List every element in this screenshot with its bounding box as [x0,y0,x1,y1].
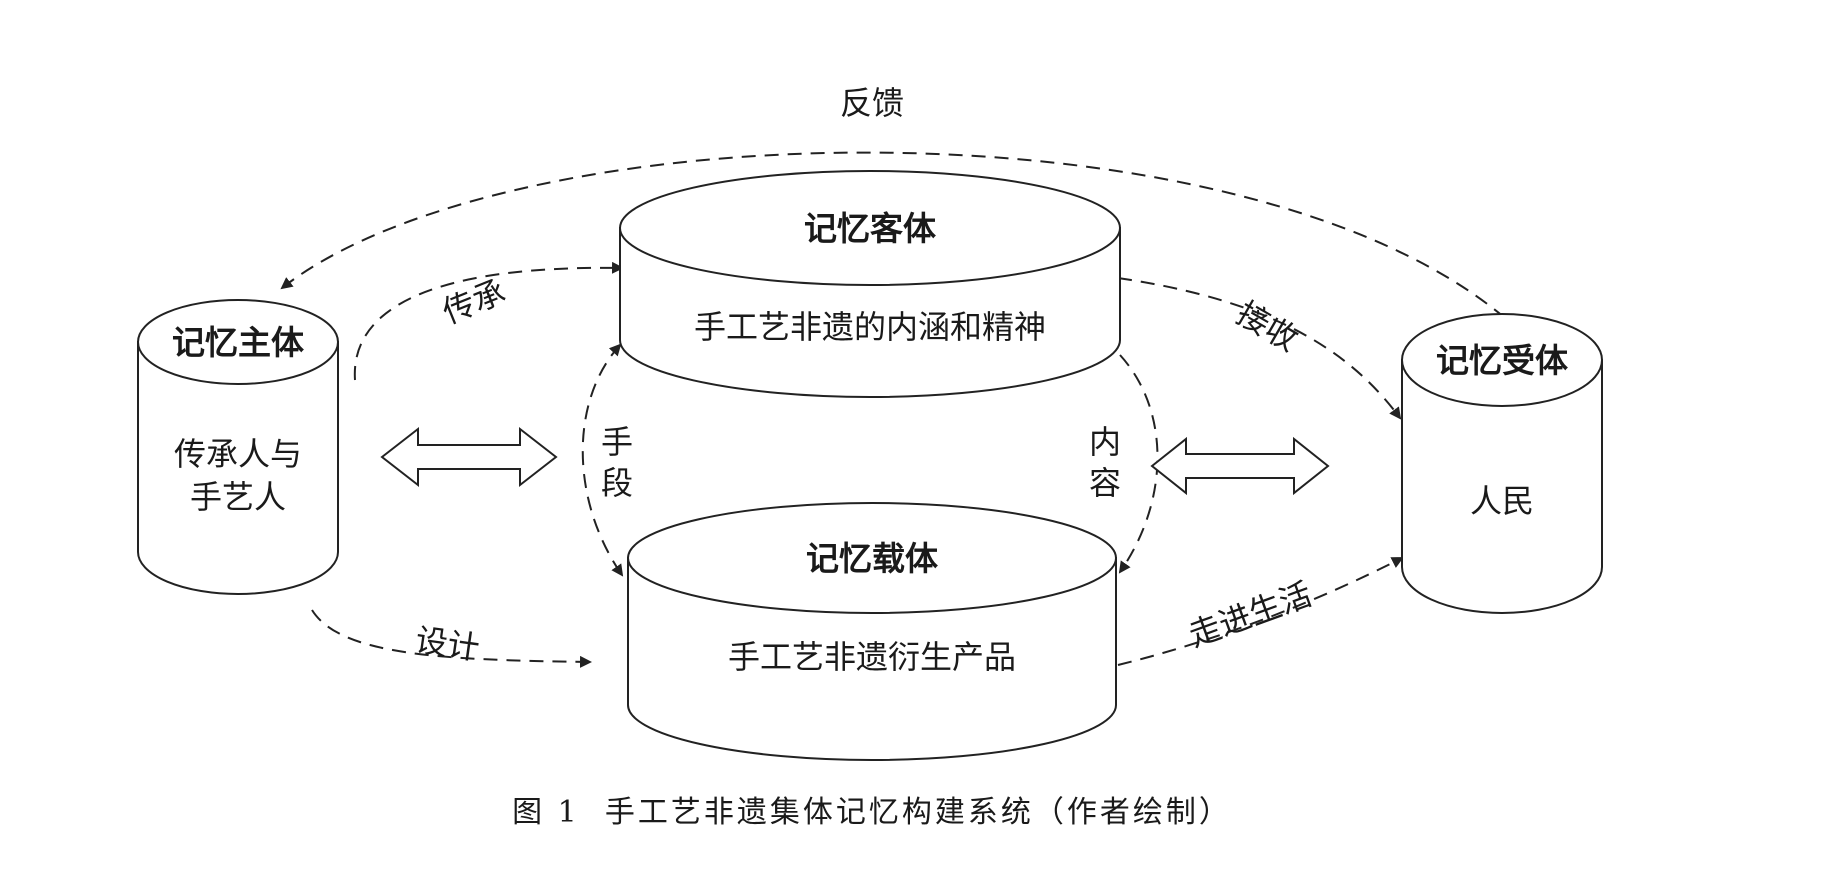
inherit-arrow [353,261,624,381]
content-receiver-double-arrow [1150,436,1330,496]
object-cylinder: 记忆客体 手工艺非遗的内涵和精神 [619,170,1121,398]
design-label: 设计 [413,621,482,668]
receiver-text: 人民 [1470,482,1534,520]
means-label-char-2: 段 [601,464,633,502]
object-text: 手工艺非遗的内涵和精神 [694,308,1046,346]
object-title: 记忆客体 [804,209,936,248]
means-label-char-1: 手 [601,423,633,461]
subject-cylinder: 记忆主体 传承人与 手艺人 [137,299,339,595]
subject-title: 记忆主体 [172,323,304,362]
content-label-char-1: 内 [1089,423,1121,461]
subject-object-double-arrow [380,426,558,488]
content-label-char-2: 容 [1089,464,1121,502]
subject-text-line-1: 传承人与 [174,435,302,473]
content-arrow [1118,354,1159,574]
receive-label: 接收 [1230,294,1304,359]
receive-arrow [1117,277,1402,420]
inherit-label: 传承 [437,272,511,331]
feedback-arrow [280,151,1506,319]
receiver-cylinder: 记忆受体 人民 [1401,313,1603,614]
carrier-cylinder: 记忆载体 手工艺非遗衍生产品 [627,502,1117,761]
design-arrow [311,609,592,668]
means-arrow [581,343,624,577]
figure-caption: 图 1 手工艺非遗集体记忆构建系统（作者绘制） [512,795,1232,830]
subject-text-line-2: 手艺人 [190,478,286,516]
carrier-title: 记忆载体 [806,539,938,578]
carrier-text: 手工艺非遗衍生产品 [728,638,1016,676]
into-life-label: 走进生活 [1184,575,1317,654]
receiver-title: 记忆受体 [1436,341,1568,380]
feedback-label: 反馈 [840,84,904,122]
